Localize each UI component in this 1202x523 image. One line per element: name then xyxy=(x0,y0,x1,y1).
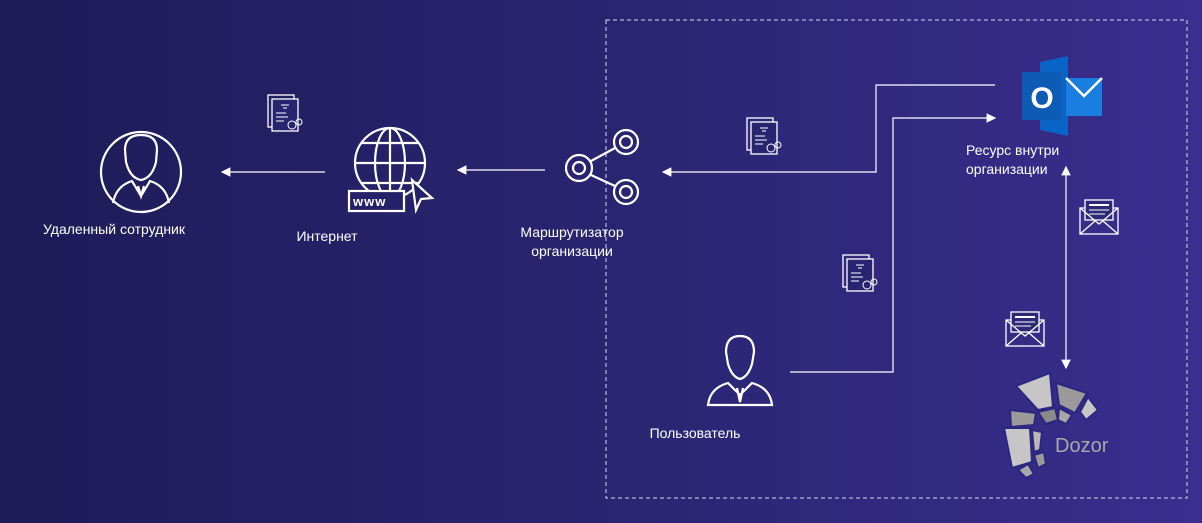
resource-label-line1: Ресурс внутри xyxy=(966,142,1060,158)
organization-boundary xyxy=(605,19,1188,499)
router-label-line2: организации xyxy=(531,243,613,259)
outlook-icon: O xyxy=(1022,56,1103,136)
svg-text:Dozor: Dozor xyxy=(1055,435,1109,457)
envelope-icon xyxy=(1005,311,1045,347)
resource-label: Ресурс внутри организации xyxy=(966,141,1059,179)
router-label: Маршрутизатор организации xyxy=(520,223,623,261)
document-icon xyxy=(842,254,878,292)
remote-employee-label: Удаленный сотрудник xyxy=(42,221,186,237)
document-icon xyxy=(746,117,782,155)
www-label: www xyxy=(353,194,387,209)
remote-employee-icon xyxy=(99,130,183,214)
document-icon xyxy=(267,94,303,132)
dozor-logo: Dozor xyxy=(1002,371,1109,480)
internet-label: Интернет xyxy=(296,228,358,244)
arrow-resource-to-router xyxy=(661,84,995,177)
globe-www-icon xyxy=(347,126,435,214)
user-icon xyxy=(706,334,774,407)
resource-label-line2: организации xyxy=(966,161,1048,177)
svg-text:O: O xyxy=(1030,82,1053,115)
envelope-icon xyxy=(1079,199,1119,235)
arrow-user-to-resource xyxy=(790,113,997,373)
router-label-line1: Маршрутизатор xyxy=(520,224,624,240)
user-label: Пользователь xyxy=(649,425,741,441)
router-share-icon xyxy=(564,128,640,206)
